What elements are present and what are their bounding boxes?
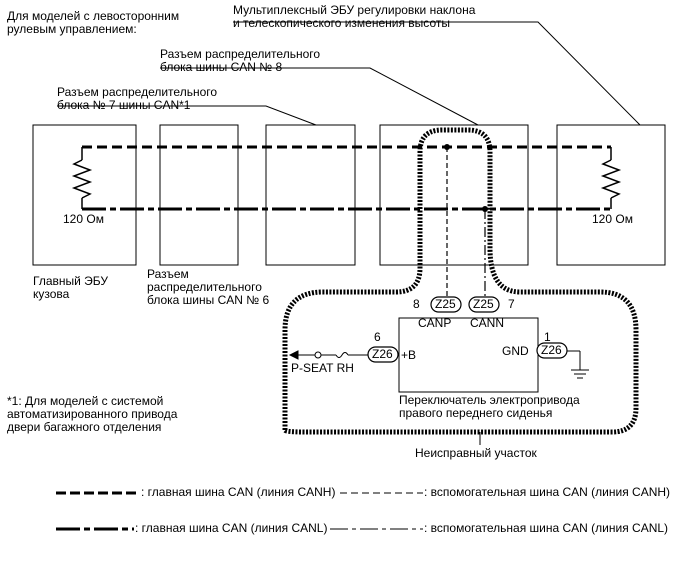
fault-area-outline bbox=[282, 127, 639, 435]
legend-canh-sub: : вспомогательная шина CAN (линия CANH) bbox=[424, 485, 671, 499]
leader-connector8 bbox=[160, 67, 479, 126]
z25-cann-tag: Z25 bbox=[473, 297, 494, 311]
pin-8: 8 bbox=[413, 297, 420, 311]
fault-area-label: Неисправный участок bbox=[415, 446, 537, 460]
main-ecu-box bbox=[32, 124, 137, 266]
connector6-label: Разъем распределительного блока шины CAN… bbox=[147, 267, 270, 307]
pin-1: 1 bbox=[544, 330, 551, 344]
resistor-left bbox=[71, 147, 93, 209]
z25-cann-oval bbox=[468, 296, 500, 313]
plus-b-label: +B bbox=[401, 348, 417, 362]
resistor-left-label: 120 Ом bbox=[63, 212, 104, 226]
canp-label: CANP bbox=[418, 316, 452, 330]
pin-6: 6 bbox=[374, 330, 381, 344]
cann-label: CANN bbox=[470, 316, 505, 330]
ecu-tilt-box bbox=[556, 124, 666, 266]
main-ecu-label: Главный ЭБУ кузова bbox=[33, 274, 109, 301]
connector6-box bbox=[159, 124, 239, 266]
legend-canl-sub: : вспомогательная шина CAN (линия CANL) bbox=[424, 521, 669, 535]
pin-7: 7 bbox=[508, 297, 515, 311]
z26-b-tag: Z26 bbox=[372, 347, 393, 361]
leader-connector7 bbox=[57, 105, 317, 126]
b-plus-wire bbox=[288, 350, 368, 360]
connector8-label: Разъем распределительного блока шины CAN… bbox=[160, 47, 321, 74]
lhd-note: Для моделей с левосторонним рулевым упра… bbox=[7, 9, 180, 36]
z26-gnd-tag: Z26 bbox=[541, 343, 562, 357]
seat-switch-label: Переключатель электропривода правого пер… bbox=[399, 393, 580, 420]
connector7-label: Разъем распределительного блока № 7 шины… bbox=[57, 85, 218, 112]
legend-canl-main: : главная шина CAN (линия CANL) bbox=[135, 521, 328, 535]
pseat-label: P-SEAT RH bbox=[291, 361, 354, 375]
legend-canh-main: : главная шина CAN (линия CANH) bbox=[141, 485, 336, 499]
leader-ecu-tilt bbox=[233, 21, 641, 126]
connector7-box bbox=[265, 124, 356, 266]
gnd-label: GND bbox=[502, 344, 529, 358]
ecu-tilt-label: Мультиплексный ЭБУ регулировки наклона и… bbox=[233, 3, 476, 30]
z25-canp-oval bbox=[430, 296, 462, 313]
ground-symbol bbox=[567, 350, 589, 379]
z25-canp-tag: Z25 bbox=[435, 297, 456, 311]
resistor-right bbox=[600, 147, 622, 209]
connector8-box bbox=[379, 124, 529, 266]
footnote: *1: Для моделей с системой автоматизиров… bbox=[7, 394, 178, 434]
resistor-right-label: 120 Ом bbox=[592, 212, 633, 226]
